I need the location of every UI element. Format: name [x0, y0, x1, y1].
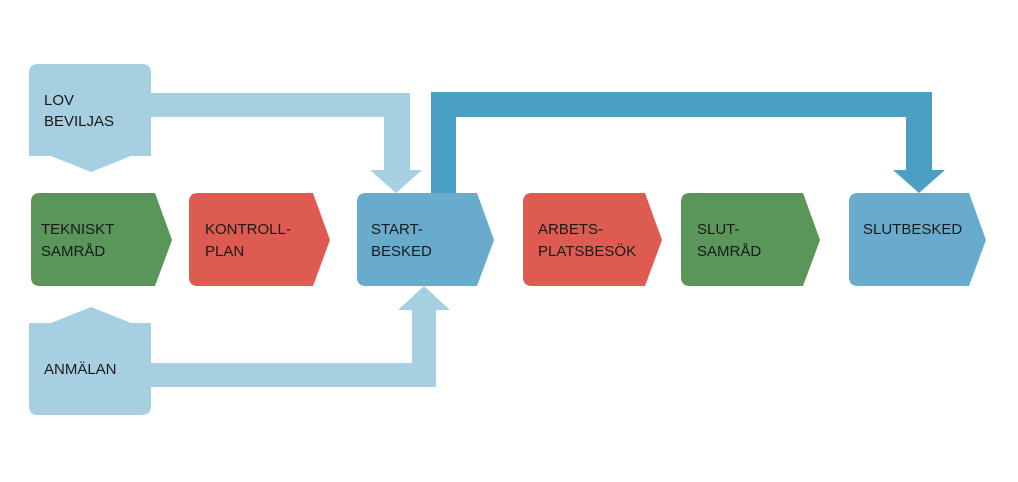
arbetsplatsbesok-shape	[523, 193, 662, 286]
tekniskt-samrad-shape	[31, 193, 172, 286]
lov-beviljas-shape	[29, 64, 151, 172]
slutsamrad-shape	[681, 193, 820, 286]
anmalan-label: ANMÄLAN	[44, 361, 117, 378]
anmalan-shape	[29, 307, 151, 415]
process-step-startbesked: START- BESKED	[357, 193, 494, 286]
arbetsplatsbesok-label: ARBETS- PLATSBESÖK	[538, 221, 636, 260]
process-step-slutsamrad: SLUT- SAMRÅD	[681, 193, 820, 286]
connector-lov-to-startbesked	[136, 93, 422, 193]
connector-anmalan-to-startbesked	[136, 286, 450, 387]
tekniskt-samrad-label: TEKNISKT SAMRÅD	[41, 221, 118, 260]
startbesked-shape	[357, 193, 494, 286]
process-step-slutbesked: SLUTBESKED	[849, 193, 986, 286]
slutbesked-shape	[849, 193, 986, 286]
process-step-tekniskt-samrad: TEKNISKT SAMRÅD	[31, 193, 172, 286]
process-step-arbetsplatsbesok: ARBETS- PLATSBESÖK	[523, 193, 662, 286]
kontrollplan-label: KONTROLL- PLAN	[205, 221, 295, 260]
process-step-kontrollplan: KONTROLL- PLAN	[189, 193, 330, 286]
slutsamrad-label: SLUT- SAMRÅD	[697, 221, 761, 260]
connector-startbesked-to-slutbesked	[431, 92, 945, 193]
lov-beviljas-label: LOV BEVILJAS	[44, 92, 114, 130]
lov-beviljas-node: LOV BEVILJAS	[29, 64, 151, 172]
startbesked-label: START- BESKED	[371, 221, 432, 260]
anmalan-node: ANMÄLAN	[29, 307, 151, 415]
kontrollplan-shape	[189, 193, 330, 286]
slutbesked-label: SLUTBESKED	[863, 221, 962, 238]
